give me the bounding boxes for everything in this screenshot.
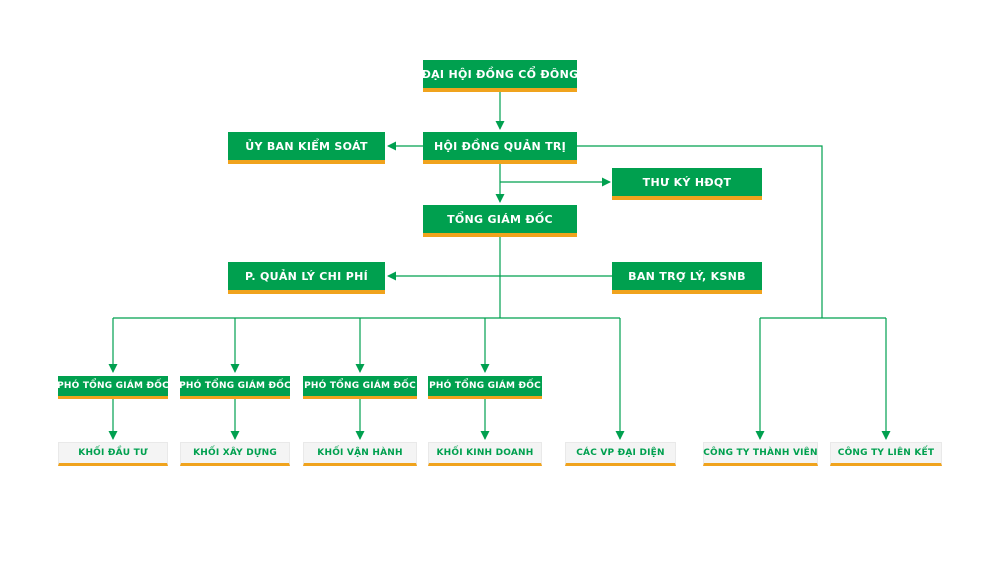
node-cong-ty-thanh-vien: CÔNG TY THÀNH VIÊN: [703, 442, 818, 466]
node-pho-tong-giam-doc-3: PHÓ TỔNG GIÁM ĐỐC: [303, 376, 417, 399]
node-pho-tong-giam-doc-4: PHÓ TỔNG GIÁM ĐỐC: [428, 376, 542, 399]
node-cong-ty-lien-ket: CÔNG TY LIÊN KẾT: [830, 442, 942, 466]
node-khoi-kinh-doanh: KHỐI KINH DOANH: [428, 442, 542, 466]
node-ban-tro-ly-ksnb: BAN TRỢ LÝ, KSNB: [612, 262, 762, 294]
node-uy-ban-kiem-soat: ỦY BAN KIỂM SOÁT: [228, 132, 385, 164]
node-khoi-xay-dung: KHỐI XÂY DỰNG: [180, 442, 290, 466]
node-khoi-van-hanh: KHỐI VẬN HÀNH: [303, 442, 417, 466]
node-khoi-dau-tu: KHỐI ĐẦU TƯ: [58, 442, 168, 466]
node-tong-giam-doc: TỔNG GIÁM ĐỐC: [423, 205, 577, 237]
node-p-quan-ly-chi-phi: P. QUẢN LÝ CHI PHÍ: [228, 262, 385, 294]
node-hoi-dong-quan-tri: HỘI ĐỒNG QUẢN TRỊ: [423, 132, 577, 164]
node-pho-tong-giam-doc-1: PHÓ TỔNG GIÁM ĐỐC: [57, 376, 169, 399]
node-thu-ky-hdqt: THƯ KÝ HĐQT: [612, 168, 762, 200]
node-cac-vp-dai-dien: CÁC VP ĐẠI DIỆN: [565, 442, 676, 466]
node-pho-tong-giam-doc-2: PHÓ TỔNG GIÁM ĐỐC: [179, 376, 291, 399]
node-dai-hoi-dong-co-dong: ĐẠI HỘI ĐỒNG CỔ ĐÔNG: [422, 60, 578, 92]
